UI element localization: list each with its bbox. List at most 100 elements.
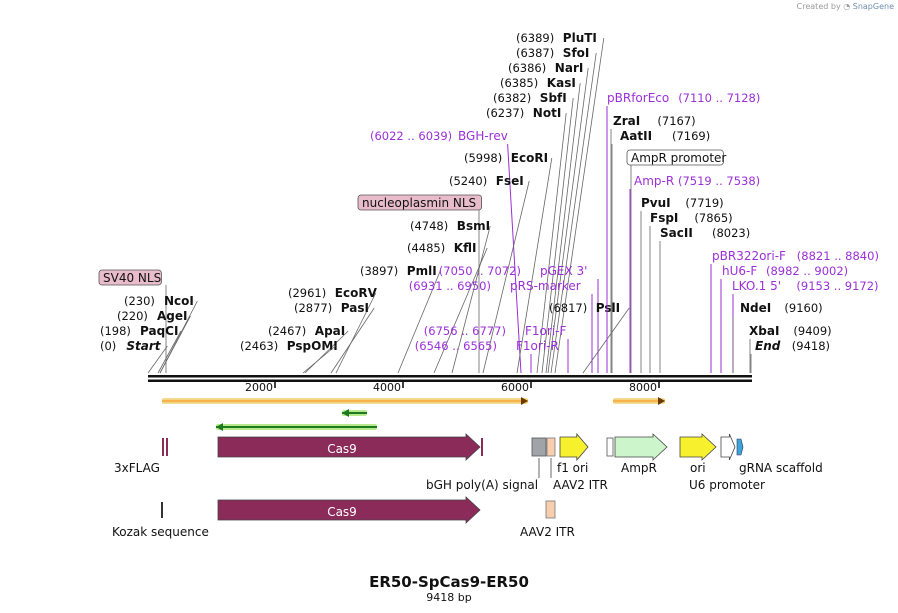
site-fsei: (5240)FseI	[449, 174, 530, 374]
site-connector	[536, 112, 567, 374]
site-name: Start	[126, 339, 161, 353]
site-name: ZraI	[613, 114, 640, 128]
site-f1ori-f: F1ori-F(6756 .. 6777)	[424, 324, 569, 373]
map-title: ER50-SpCas9-ER50	[369, 573, 529, 591]
feature-label-aav2-second: AAV2 ITR	[520, 525, 575, 539]
site-name: EcoRI	[511, 151, 548, 165]
feature-label: nucleoplasmin NLS	[362, 196, 476, 210]
feature-arrow	[720, 433, 736, 461]
backbone-bottom-strand	[148, 379, 752, 382]
site-position: (7167)	[657, 114, 695, 128]
site-name: PvuI	[641, 196, 671, 210]
feature-box	[531, 437, 547, 457]
ruler-tick-label: 2000	[245, 381, 273, 394]
site-name: hU6-F	[722, 264, 757, 278]
feature-bar	[166, 438, 168, 456]
site-pmli: (3897)PmlI	[360, 264, 441, 374]
site-name: FseI	[496, 174, 524, 188]
map-length: 9418 bp	[426, 591, 471, 604]
site-name: End	[755, 339, 781, 353]
feature-arrow	[559, 432, 589, 462]
feature-inner-label: Cas9	[327, 442, 357, 456]
site-position: (8821 .. 8840)	[797, 249, 879, 263]
site-name: pGEX 3'	[540, 264, 587, 278]
site-zrai: ZraI (7167)	[610, 114, 696, 373]
site-connector	[330, 307, 375, 374]
site-position: (9160)	[784, 301, 822, 315]
site-name: KflI	[454, 241, 477, 255]
site-ecori: (5998)EcoRI	[464, 151, 553, 374]
site-connector	[397, 270, 441, 374]
site-position: (6022 .. 6039)	[370, 129, 452, 143]
feature-label-box	[357, 194, 482, 211]
site-position: (6389)	[516, 31, 554, 45]
site-position: (2961)	[288, 286, 326, 300]
site-paqci: (198)PaqCI	[100, 324, 182, 374]
site-name: NotI	[533, 106, 562, 120]
site-pbr322ori-f: pBR322ori-F (8821 .. 8840)	[710, 249, 879, 373]
site-sv40-nls: SV40 NLS	[98, 269, 167, 373]
feature-inner-label: Cas9	[327, 505, 357, 519]
backbone-top-strand	[148, 375, 752, 378]
site-position: (6386)	[508, 61, 546, 75]
orf-arrowhead-icon	[658, 397, 665, 405]
feature-kozak-bar	[161, 502, 163, 518]
site-name: KasI	[547, 76, 576, 90]
site-position: (220)	[117, 309, 148, 323]
feature-cas9-second: Cas9	[217, 496, 481, 524]
site-ncoi: (230)NcoI	[124, 294, 198, 374]
site-position: (9409)	[793, 324, 831, 338]
feature-ampr	[614, 433, 668, 461]
feature-label: SV40 NLS	[103, 271, 161, 285]
site-name: PslI	[596, 301, 620, 315]
site-name: BsmI	[457, 219, 490, 233]
site-connector	[451, 225, 491, 374]
orf-forward-main	[162, 397, 528, 405]
site-position: (6382)	[493, 91, 531, 105]
feature-box	[546, 437, 556, 457]
site-name: PspOMI	[287, 339, 338, 353]
site-name: XbaI	[749, 324, 779, 338]
feature-arrow	[614, 433, 668, 461]
feature-label-kozak: Kozak sequence	[112, 525, 209, 539]
site-name: BGH-rev	[458, 129, 508, 143]
site-position: (6817)	[549, 301, 587, 315]
site-name: SfoI	[563, 46, 590, 60]
site-name: AgeI	[157, 309, 187, 323]
feature-aav2-itr: AAV2 ITR	[546, 437, 608, 492]
site-position: (4485)	[407, 241, 445, 255]
feature-label-ampr: AmpR	[621, 461, 657, 475]
feature-ori	[679, 433, 717, 461]
site-position: (2877)	[294, 301, 332, 315]
site-name: pBR322ori-F	[712, 249, 786, 263]
site-connector	[545, 82, 581, 374]
site-name: PaqCI	[140, 324, 178, 338]
site-bsmi: (4748)BsmI	[410, 219, 491, 374]
snapgene-watermark: Created by ◔ SnapGene	[797, 2, 894, 11]
ruler-tick-label: 6000	[501, 381, 529, 394]
site-connector	[335, 292, 377, 374]
feature-3xflag: 3xFLAG	[114, 438, 168, 475]
feature-nls-bar	[481, 438, 483, 456]
site-sacii: SacII(8023)	[659, 226, 750, 373]
feature-promoter-box	[606, 437, 614, 457]
site-position: (7050 .. 7072)	[439, 264, 521, 278]
site-position: (6385)	[500, 76, 538, 90]
feature-bar	[162, 438, 164, 456]
site-end: End(9418)	[750, 339, 830, 373]
feature-aav2-itr-second	[545, 500, 556, 519]
ruler-tick-label: 8000	[629, 381, 657, 394]
site-nucleoplasmin-nls: nucleoplasmin NLS	[357, 194, 482, 373]
feature-label-box	[626, 149, 724, 166]
site-name: AatII	[620, 129, 652, 143]
site-kasi: (6385) KasI	[500, 76, 581, 374]
site-position: (3897)	[360, 264, 398, 278]
ruler-tick-label: 4000	[373, 381, 401, 394]
site-amp-r: Amp-R(7519 .. 7538)	[629, 174, 760, 373]
site-psli: (6817) PslI	[549, 301, 630, 374]
site-connector	[507, 143, 522, 374]
site-nari: (6386)NarI	[508, 61, 589, 374]
feature-label-u6: U6 promoter	[689, 478, 765, 492]
site-ndei: NdeI(9160)	[732, 301, 823, 373]
